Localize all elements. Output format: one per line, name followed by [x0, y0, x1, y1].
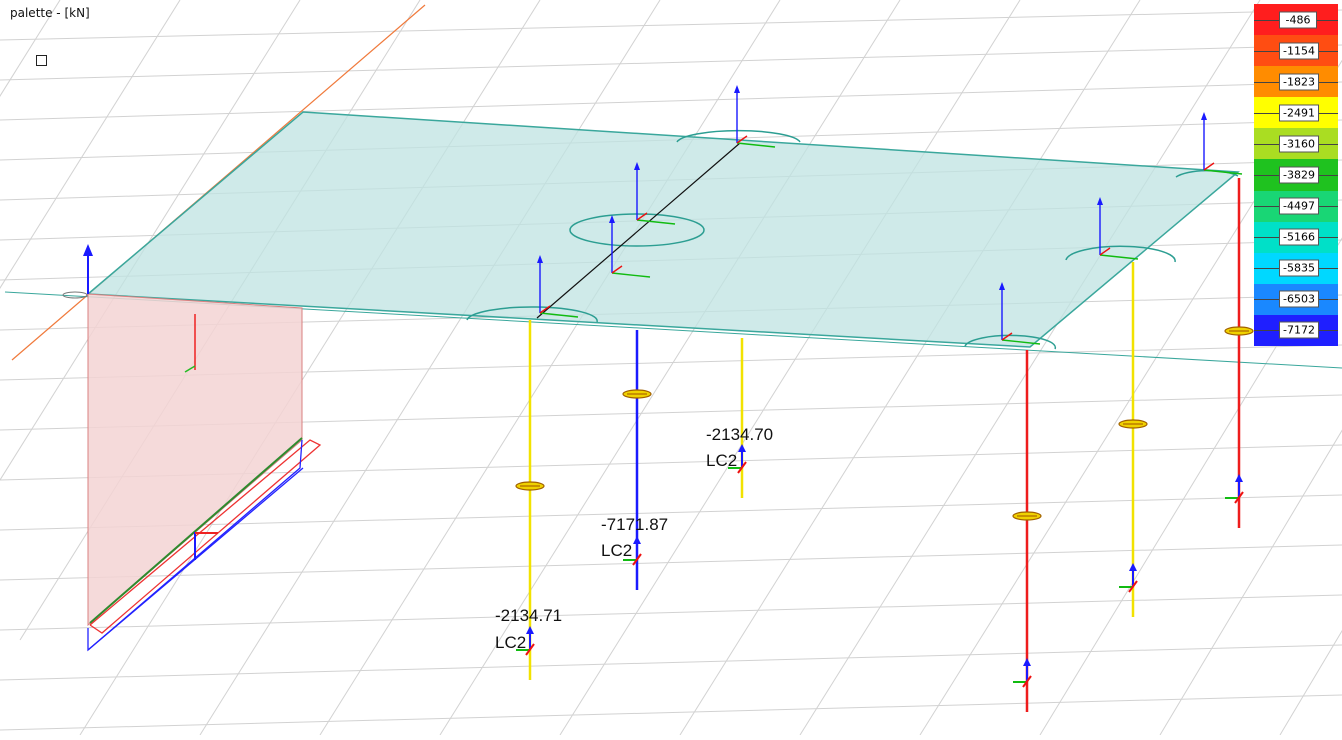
arrow-head	[1023, 658, 1031, 666]
node-y-axis	[611, 272, 651, 278]
arrow-head	[734, 85, 740, 93]
support-x-arrow	[525, 643, 535, 656]
support-x-arrow	[737, 461, 747, 474]
support-x-arrow	[1128, 580, 1138, 593]
legend-band: -5835	[1254, 252, 1338, 284]
legend-value: -3160	[1279, 135, 1319, 153]
result-value-2: -7171.87	[601, 515, 668, 534]
node-y-axis	[636, 219, 676, 225]
legend-band: -2491	[1254, 97, 1338, 129]
palette-title: palette - [kN]	[10, 6, 90, 20]
arrow-head	[1097, 197, 1103, 205]
node-x-axis	[1099, 247, 1111, 256]
node-y-axis	[1203, 169, 1243, 175]
global-x-axis	[11, 4, 426, 361]
wall-footing-green	[89, 437, 303, 624]
arrow-head	[999, 282, 1005, 290]
arrow-head	[537, 255, 543, 263]
legend-band: -486	[1254, 4, 1338, 36]
node-y-axis	[1001, 339, 1041, 345]
legend-band: -5166	[1254, 221, 1338, 253]
arrow-head	[633, 536, 641, 544]
slab-beam-line	[536, 142, 741, 319]
legend-value: -6503	[1279, 290, 1319, 308]
arrow-head	[526, 626, 534, 634]
floor-slab[interactable]	[86, 111, 1240, 348]
wall-local-axes	[62, 244, 218, 560]
arrow-head	[1201, 112, 1207, 120]
node-x-axis	[1203, 162, 1215, 171]
support-x-arrow	[1234, 491, 1244, 504]
legend-band: -1823	[1254, 66, 1338, 98]
legend-band: -1154	[1254, 35, 1338, 67]
legend-value: -5166	[1279, 228, 1319, 246]
legend-band: -3829	[1254, 159, 1338, 191]
node-y-axis	[1099, 254, 1139, 260]
legend-value: -3829	[1279, 166, 1319, 184]
legend-band: -3160	[1254, 128, 1338, 160]
node-y-axis	[736, 142, 776, 148]
legend-value: -1823	[1279, 73, 1319, 91]
result-loadcase-2: LC2	[601, 541, 632, 560]
node-x-axis	[611, 265, 623, 274]
result-value-3: -2134.71	[495, 606, 562, 625]
arrow-head	[738, 444, 746, 452]
legend-band: -7172	[1254, 314, 1338, 347]
node-x-axis	[539, 305, 551, 314]
legend-value: -2491	[1279, 104, 1319, 122]
arrow-head	[609, 215, 615, 223]
node-x-axis	[636, 212, 648, 221]
result-value-1: -2134.70	[706, 425, 773, 444]
legend-band: -6503	[1254, 283, 1338, 315]
wall-footing-red	[89, 439, 322, 634]
legend-band: -4497	[1254, 190, 1338, 222]
support-x-arrow	[632, 553, 642, 566]
support-x-arrow	[1022, 675, 1032, 688]
result-loadcase-3: LC2	[495, 633, 526, 652]
arrow-head	[634, 162, 640, 170]
legend-value: -1154	[1279, 42, 1319, 60]
node-y-axis	[539, 312, 579, 318]
arrow-head	[1129, 563, 1137, 571]
result-loadcase-1: LC2	[706, 451, 737, 470]
view-checkbox[interactable]	[36, 55, 47, 66]
legend-value: -4497	[1279, 197, 1319, 215]
legend-value: -486	[1279, 11, 1317, 29]
legend-value: -5835	[1279, 259, 1319, 277]
node-x-axis	[736, 135, 748, 144]
arrow-head	[1235, 474, 1243, 482]
color-legend: -486 -1154 -1823 -2491 -3160 -3829 -4497…	[1254, 4, 1338, 347]
node-x-axis	[1001, 332, 1013, 341]
legend-value: -7172	[1279, 321, 1319, 339]
